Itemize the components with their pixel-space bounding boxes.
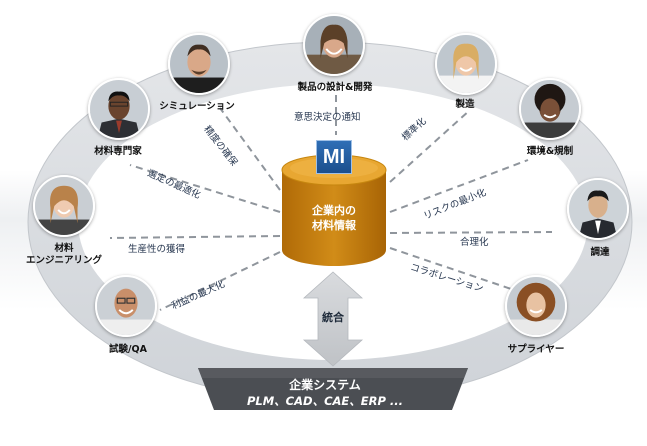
avatar-manufacturing-icon [435,33,497,95]
spoke-productivity: 生産性の獲得 [128,244,186,255]
role-materials-engineering: 材料 エンジニアリング [18,243,110,267]
role-materials-expert: 材料専門家 [94,146,142,157]
hub-label-line2: 材料情報 [312,219,356,232]
enterprise-title: 企業システム [289,378,361,392]
role-simulation: シミュレーション [159,101,235,112]
role-materials-engineering-line1: 材料 [54,243,74,254]
role-testing: 試験/QA [109,344,147,355]
avatar-supplier-icon [505,275,567,337]
hub-label-line1: 企業内の [312,204,356,217]
integration-label: 統合 [322,311,344,324]
avatar-materials-engineering-icon [33,175,95,237]
spoke-rationalization: 合理化 [460,237,489,248]
role-materials-engineering-line2: エンジニアリング [25,255,102,266]
avatar-testing-icon [95,275,157,337]
integration-arrow [302,271,364,367]
spoke-decision: 意思決定の通知 [294,112,361,123]
avatar-procurement-icon [567,178,629,240]
avatar-materials-expert-icon [88,78,150,140]
hub-label: 企業内の 材料情報 [283,203,385,233]
mi-logo-icon: MI [316,140,352,174]
avatar-design-icon [303,14,365,76]
role-supplier: サプライヤー [507,344,565,355]
materials-hub [281,154,387,266]
spoke-lines [109,95,553,311]
enterprise-banner [198,368,468,410]
enterprise-systems: PLM、CAD、CAE、ERP ... [246,394,404,408]
role-environment: 環境&規制 [526,146,574,157]
role-design: 製品の設計&開発 [297,82,373,93]
role-manufacturing: 製造 [455,99,475,110]
avatar-environment-icon [519,78,581,140]
role-procurement: 調達 [590,247,610,258]
avatar-simulation-icon [168,33,230,95]
